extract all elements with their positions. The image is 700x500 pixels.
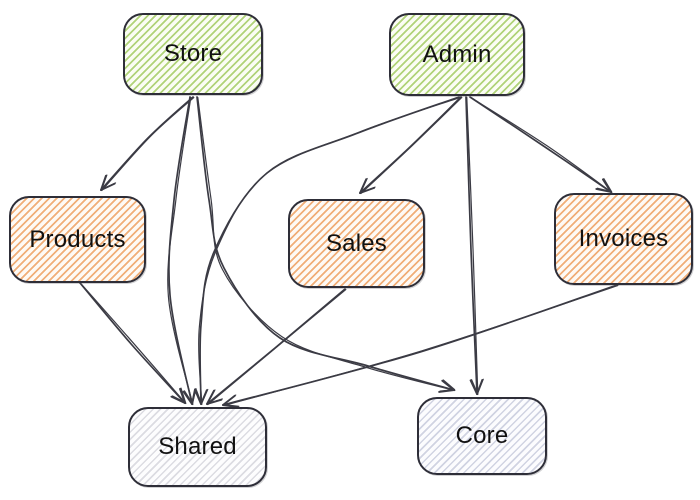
edge-sales-shared	[206, 288, 346, 405]
edge-store-core-arrowhead-sketch-a	[442, 379, 456, 391]
edge-admin-invoices-arrowhead-sketch-b	[596, 187, 613, 193]
edge-invoices-shared-arrowhead-sketch-a	[223, 404, 240, 407]
edge-products-shared-sketch	[80, 282, 187, 405]
edge-admin-sales-arrowhead-sketch-b	[360, 177, 368, 194]
edge-admin-invoices-arrowhead-b	[595, 188, 612, 193]
edge-products-shared-arrowhead-sketch-b	[171, 395, 187, 404]
edge-products-shared	[79, 282, 186, 404]
edge-store-products-arrowhead-sketch-b	[101, 174, 108, 191]
edge-admin-invoices	[469, 96, 612, 193]
edge-store-core-sketch	[197, 96, 456, 392]
edge-store-core-arrowhead-a	[441, 379, 455, 391]
edge-admin-shared-arrowhead-sketch-a	[201, 388, 209, 405]
edge-admin-core-sketch	[466, 96, 479, 396]
edge-admin-shared-arrowhead-sketch-b	[195, 388, 203, 405]
edge-admin-shared-sketch	[198, 96, 461, 406]
edge-invoices-shared	[222, 284, 618, 406]
edge-admin-sales-sketch	[360, 96, 463, 195]
edge-products-shared-arrowhead-a	[179, 387, 186, 404]
edge-products-shared-arrowhead-b	[170, 395, 186, 404]
edge-store-core-arrowhead-sketch-b	[439, 389, 456, 392]
edge-admin-invoices-sketch	[470, 96, 613, 194]
edge-admin-shared-arrowhead-b	[194, 389, 202, 405]
edge-admin-core-arrowhead-sketch-b	[471, 379, 479, 395]
edge-store-shared-arrowhead-sketch-b	[183, 390, 194, 405]
edge-admin-invoices-arrowhead-sketch-a	[603, 178, 613, 193]
edge-invoices-shared-arrowhead-sketch-b	[223, 394, 237, 406]
edge-sales-shared-arrowhead-sketch-a	[207, 398, 223, 405]
edge-admin-invoices-arrowhead-a	[601, 178, 612, 193]
edge-store-products-sketch	[101, 96, 195, 192]
edge-sales-shared-arrowhead-sketch-b	[207, 389, 216, 405]
edge-store-products-arrowhead-sketch-a	[101, 182, 117, 191]
edge-invoices-shared-sketch	[223, 284, 619, 407]
edge-admin-core	[465, 96, 478, 395]
edge-admin-sales-arrowhead-sketch-a	[360, 186, 376, 194]
edge-products-shared-arrowhead-sketch-a	[180, 387, 187, 404]
edge-admin-core-arrowhead-sketch-a	[477, 378, 484, 395]
edge-store-shared-sketch	[167, 96, 194, 406]
edge-store-shared-arrowhead-b	[182, 390, 193, 405]
edge-sales-shared-sketch	[207, 288, 347, 406]
edge-admin-sales	[359, 96, 462, 194]
edge-admin-core-arrowhead-b	[469, 379, 478, 395]
